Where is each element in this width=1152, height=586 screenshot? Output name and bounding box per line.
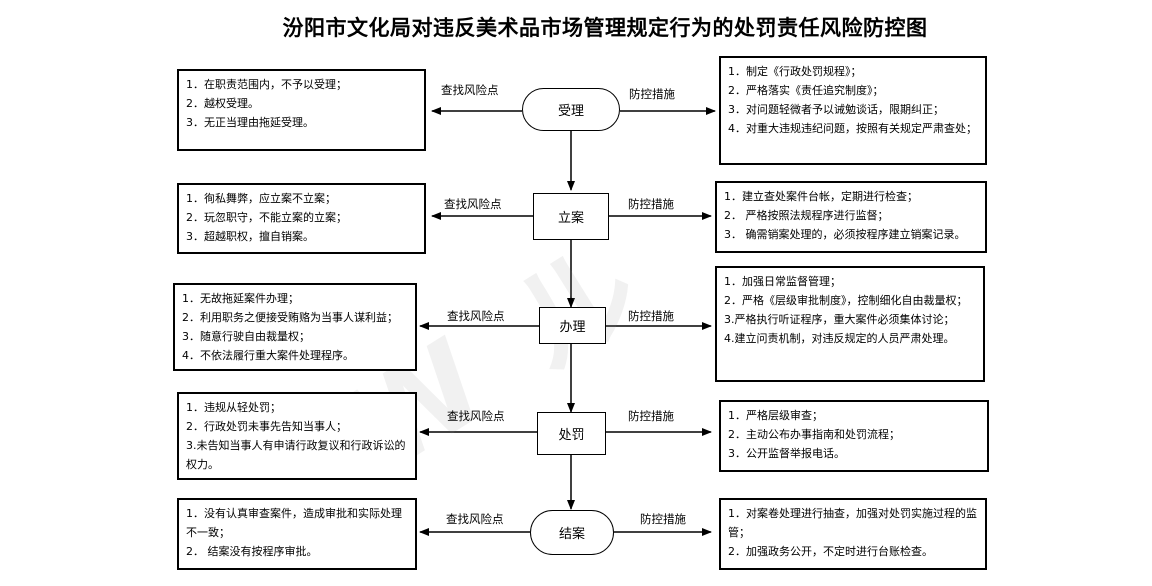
risk-item: 2．行政处罚未事先告知当事人； <box>186 420 347 433</box>
control-box-4: 1．严格层级审查； 2．主动公布办事指南和处罚流程； 3．公开监督举报电话。 <box>719 400 989 472</box>
control-item: 1．严格层级审查； <box>728 409 823 422</box>
control-label-1: 防控措施 <box>629 87 675 101</box>
stage-label: 受理 <box>557 104 584 119</box>
stage-label: 结案 <box>558 527 585 542</box>
risk-box-4: 1．违规从轻处罚； 2．行政处罚未事先告知当事人； 3.未告知当事人有申请行政复… <box>177 392 417 480</box>
control-box-2: 1．建立查处案件台帐，定期进行检查； 2． 严格按照法规程序进行监督； 3． 确… <box>715 181 987 253</box>
risk-item: 1．违规从轻处罚； <box>186 401 281 414</box>
control-item: 2．严格《层级审批制度》，控制细化自由裁量权； <box>724 294 968 307</box>
control-box-5: 1．对案卷处理进行抽查，加强对处罚实施过程的监管； 2．加强政务公开，不定时进行… <box>719 498 987 570</box>
control-item: 2．加强政务公开，不定时进行台账检查。 <box>728 545 933 558</box>
control-item: 2．主动公布办事指南和处罚流程； <box>728 428 900 441</box>
control-item: 1．加强日常监督管理； <box>724 275 841 288</box>
control-box-1: 1．制定《行政处罚规程》； 2．严格落实《责任追究制度》； 3．对问题轻微者予以… <box>719 56 987 165</box>
risk-box-2: 1．徇私舞弊，应立案不立案； 2．玩忽职守，不能立案的立案； 3．超越职权，擅自… <box>177 183 426 254</box>
risk-box-1: 1．在职责范围内，不予以受理； 2．越权受理。 3．无正当理由拖延受理。 <box>177 69 426 151</box>
risk-item: 2．越权受理。 <box>186 97 259 110</box>
stage-node-5: 结案 <box>530 510 614 555</box>
control-item: 1．对案卷处理进行抽查，加强对处罚实施过程的监管； <box>728 507 977 539</box>
risk-box-3: 1．无故拖延案件办理； 2．利用职务之便接受贿赂为当事人谋利益； 3．随意行驶自… <box>173 283 417 371</box>
control-label-3: 防控措施 <box>628 309 674 323</box>
risk-item: 1．在职责范围内，不予以受理； <box>186 78 347 91</box>
risk-label-4: 查找风险点 <box>447 409 505 423</box>
control-item: 3.严格执行听证程序，重大案件必须集体讨论； <box>724 313 955 326</box>
risk-label-5: 查找风险点 <box>446 512 504 526</box>
risk-item: 3．无正当理由拖延受理。 <box>186 116 314 129</box>
risk-label-3: 查找风险点 <box>447 309 505 323</box>
risk-box-5: 1．没有认真审查案件，造成审批和实际处理不一致； 2． 结案没有按程序审批。 <box>177 498 417 570</box>
stage-label: 处罚 <box>558 428 585 443</box>
stage-node-3: 办理 <box>539 307 606 344</box>
risk-item: 3．随意行驶自由裁量权； <box>182 330 310 343</box>
risk-item: 1．无故拖延案件办理； <box>182 292 299 305</box>
diagram-title: 汾阳市文化局对违反美术品市场管理规定行为的处罚责任风险防控图 <box>282 15 928 40</box>
control-item: 3． 确需销案处理的，必须按程序建立销案记录。 <box>724 228 966 241</box>
control-item: 4．对重大违规违纪问题，按照有关规定严肃查处； <box>728 122 977 135</box>
control-box-3: 1．加强日常监督管理； 2．严格《层级审批制度》，控制细化自由裁量权； 3.严格… <box>715 266 985 382</box>
control-label-5: 防控措施 <box>640 512 686 526</box>
risk-item: 2．利用职务之便接受贿赂为当事人谋利益； <box>182 311 398 324</box>
stage-label: 立案 <box>557 211 584 226</box>
control-item: 1．建立查处案件台帐，定期进行检查； <box>724 190 918 203</box>
risk-label-2: 查找风险点 <box>444 197 502 211</box>
control-item: 1．制定《行政处罚规程》； <box>728 65 862 78</box>
control-label-4: 防控措施 <box>628 409 674 423</box>
risk-item: 1．徇私舞弊，应立案不立案； <box>186 192 336 205</box>
stage-label: 办理 <box>559 320 586 335</box>
stage-node-1: 受理 <box>522 88 620 131</box>
control-item: 2． 严格按照法规程序进行监督； <box>724 209 889 222</box>
risk-item: 2． 结案没有按程序审批。 <box>186 545 318 558</box>
risk-item: 4．不依法履行重大案件处理程序。 <box>182 349 354 362</box>
risk-item: 2．玩忽职守，不能立案的立案； <box>186 211 347 224</box>
risk-item: 3.未告知当事人有申请行政复议和行政诉讼的权力。 <box>186 439 406 471</box>
control-item: 3．对问题轻微者予以诫勉谈话，限期纠正； <box>728 103 944 116</box>
control-item: 4.建立问责机制，对违反规定的人员严肃处理。 <box>724 332 955 345</box>
stage-node-2: 立案 <box>533 193 609 240</box>
stage-node-4: 处罚 <box>537 412 606 455</box>
control-item: 2．严格落实《责任追究制度》； <box>728 84 884 97</box>
control-label-2: 防控措施 <box>628 197 674 211</box>
risk-item: 3．超越职权，擅自销案。 <box>186 230 314 243</box>
risk-label-1: 查找风险点 <box>441 83 499 97</box>
risk-item: 1．没有认真审查案件，造成审批和实际处理不一致； <box>186 507 402 539</box>
control-item: 3．公开监督举报电话。 <box>728 447 845 460</box>
